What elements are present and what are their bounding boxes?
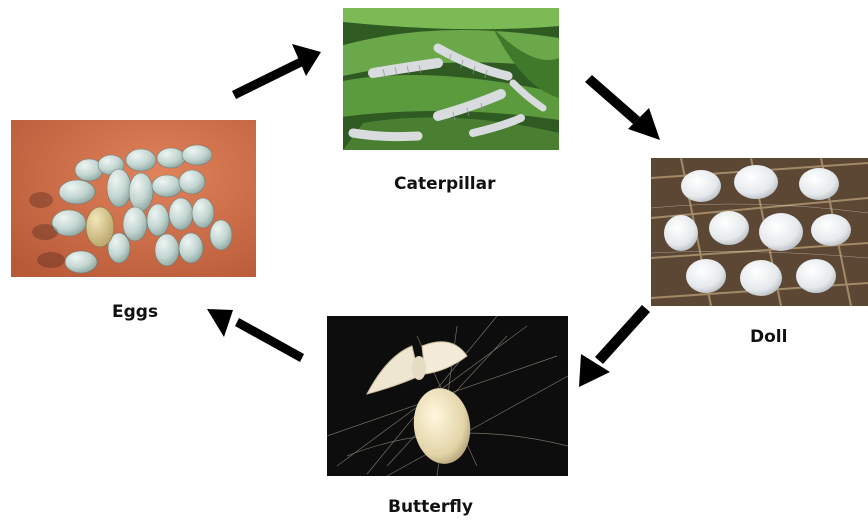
caterpillar-label: Caterpillar: [394, 174, 496, 194]
arrow-butterfly-to-eggs: [207, 309, 304, 362]
arrow-caterpillar-to-doll: [585, 75, 660, 140]
arrow-doll-to-butterfly: [579, 305, 650, 387]
doll-label: Doll: [750, 327, 787, 347]
eggs-label: Eggs: [112, 302, 158, 322]
caterpillar-photo: [343, 8, 559, 150]
arrow-eggs-to-caterpillar: [232, 44, 321, 99]
butterfly-photo: [327, 316, 568, 476]
doll-photo: [651, 158, 868, 306]
eggs-photo: [11, 120, 256, 277]
butterfly-label: Butterfly: [388, 497, 473, 517]
